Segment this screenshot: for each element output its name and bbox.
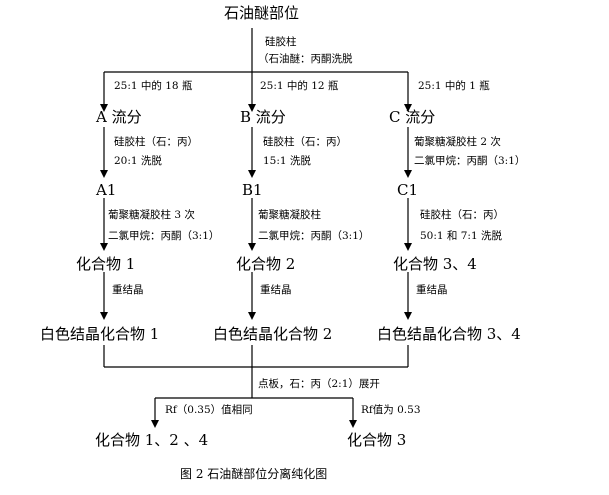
node-c1: C1 bbox=[397, 181, 419, 199]
node-white-crystal-2: 白色结晶化合物 2 bbox=[213, 325, 333, 343]
label-c1-column: 硅胶柱（石：丙） bbox=[420, 209, 504, 221]
label-c-eluent: 二氯甲烷：丙酮（3:1） bbox=[414, 155, 526, 167]
label-recrystallize-b: 重结晶 bbox=[260, 284, 292, 296]
arrowhead-cmp34-white34 bbox=[404, 312, 412, 320]
label-b-column: 硅胶柱（石：丙） bbox=[263, 136, 347, 148]
label-recrystallize-c: 重结晶 bbox=[416, 284, 448, 296]
label-tlc-development: 点板，石：丙（2:1）展开 bbox=[258, 378, 380, 390]
node-b1: B1 bbox=[242, 181, 263, 199]
arrowhead-to-b bbox=[248, 104, 256, 112]
label-a1-eluent: 二氯甲烷：丙酮（3:1） bbox=[108, 230, 220, 242]
arrowhead-to-final124 bbox=[151, 420, 159, 428]
node-final-compounds-1-2-4: 化合物 1、2 、4 bbox=[95, 431, 209, 449]
arrowhead-b-b1 bbox=[248, 170, 256, 178]
label-c-column: 葡聚糖凝胶柱 2 次 bbox=[414, 136, 501, 148]
label-a-column: 硅胶柱（石：丙） bbox=[114, 136, 198, 148]
node-white-crystal-1: 白色结晶化合物 1 bbox=[40, 325, 160, 343]
figure-caption: 图 2 石油醚部位分离纯化图 bbox=[180, 467, 328, 481]
label-b-elution: 15:1 洗脱 bbox=[263, 155, 311, 167]
arrowhead-cmp2-white2 bbox=[248, 312, 256, 320]
node-white-crystal-3-4: 白色结晶化合物 3、4 bbox=[377, 325, 521, 343]
label-b1-column: 葡聚糖凝胶柱 bbox=[258, 209, 321, 221]
node-fraction-a: A 流分 bbox=[96, 108, 142, 126]
node-compound-3-4: 化合物 3、4 bbox=[393, 255, 477, 273]
arrowhead-to-c bbox=[404, 104, 412, 112]
node-compound-1: 化合物 1 bbox=[76, 255, 136, 273]
label-recrystallize-a: 重结晶 bbox=[112, 284, 144, 296]
node-fraction-b: B 流分 bbox=[240, 108, 286, 126]
node-petroleum-ether-fraction: 石油醚部位 bbox=[224, 4, 300, 22]
label-c1-elution: 50:1 和 7:1 洗脱 bbox=[420, 230, 502, 242]
label-a-elution: 20:1 洗脱 bbox=[114, 155, 162, 167]
arrowhead-c-c1 bbox=[404, 170, 412, 178]
node-fraction-c: C 流分 bbox=[389, 108, 436, 126]
label-a1-column: 葡聚糖凝胶柱 3 次 bbox=[108, 209, 195, 221]
label-to-b: 25:1 中的 12 瓶 bbox=[260, 80, 339, 92]
label-eluent-pe-acetone: （石油醚：丙酮洗脱 bbox=[258, 53, 353, 65]
label-rf-value: Rf值为 0.53 bbox=[361, 404, 421, 416]
label-silica-column: 硅胶柱 bbox=[265, 36, 297, 48]
node-final-compound-3: 化合物 3 bbox=[347, 431, 407, 449]
label-to-c: 25:1 中的 1 瓶 bbox=[418, 80, 490, 92]
node-a1: A1 bbox=[96, 181, 117, 199]
arrowhead-to-final3 bbox=[349, 420, 357, 428]
arrowhead-cmp1-white1 bbox=[100, 312, 108, 320]
label-rf-same: Rf（0.35）值相同 bbox=[165, 404, 253, 416]
node-compound-2: 化合物 2 bbox=[236, 255, 296, 273]
arrowhead-to-a bbox=[100, 104, 108, 112]
label-to-a: 25:1 中的 18 瓶 bbox=[114, 80, 193, 92]
arrowhead-a-a1 bbox=[100, 170, 108, 178]
arrowhead-a1-cmp1 bbox=[100, 243, 108, 251]
arrowhead-b1-cmp2 bbox=[248, 243, 256, 251]
arrowhead-c1-cmp34 bbox=[404, 243, 412, 251]
label-b1-eluent: 二氯甲烷：丙酮（3:1） bbox=[258, 230, 370, 242]
